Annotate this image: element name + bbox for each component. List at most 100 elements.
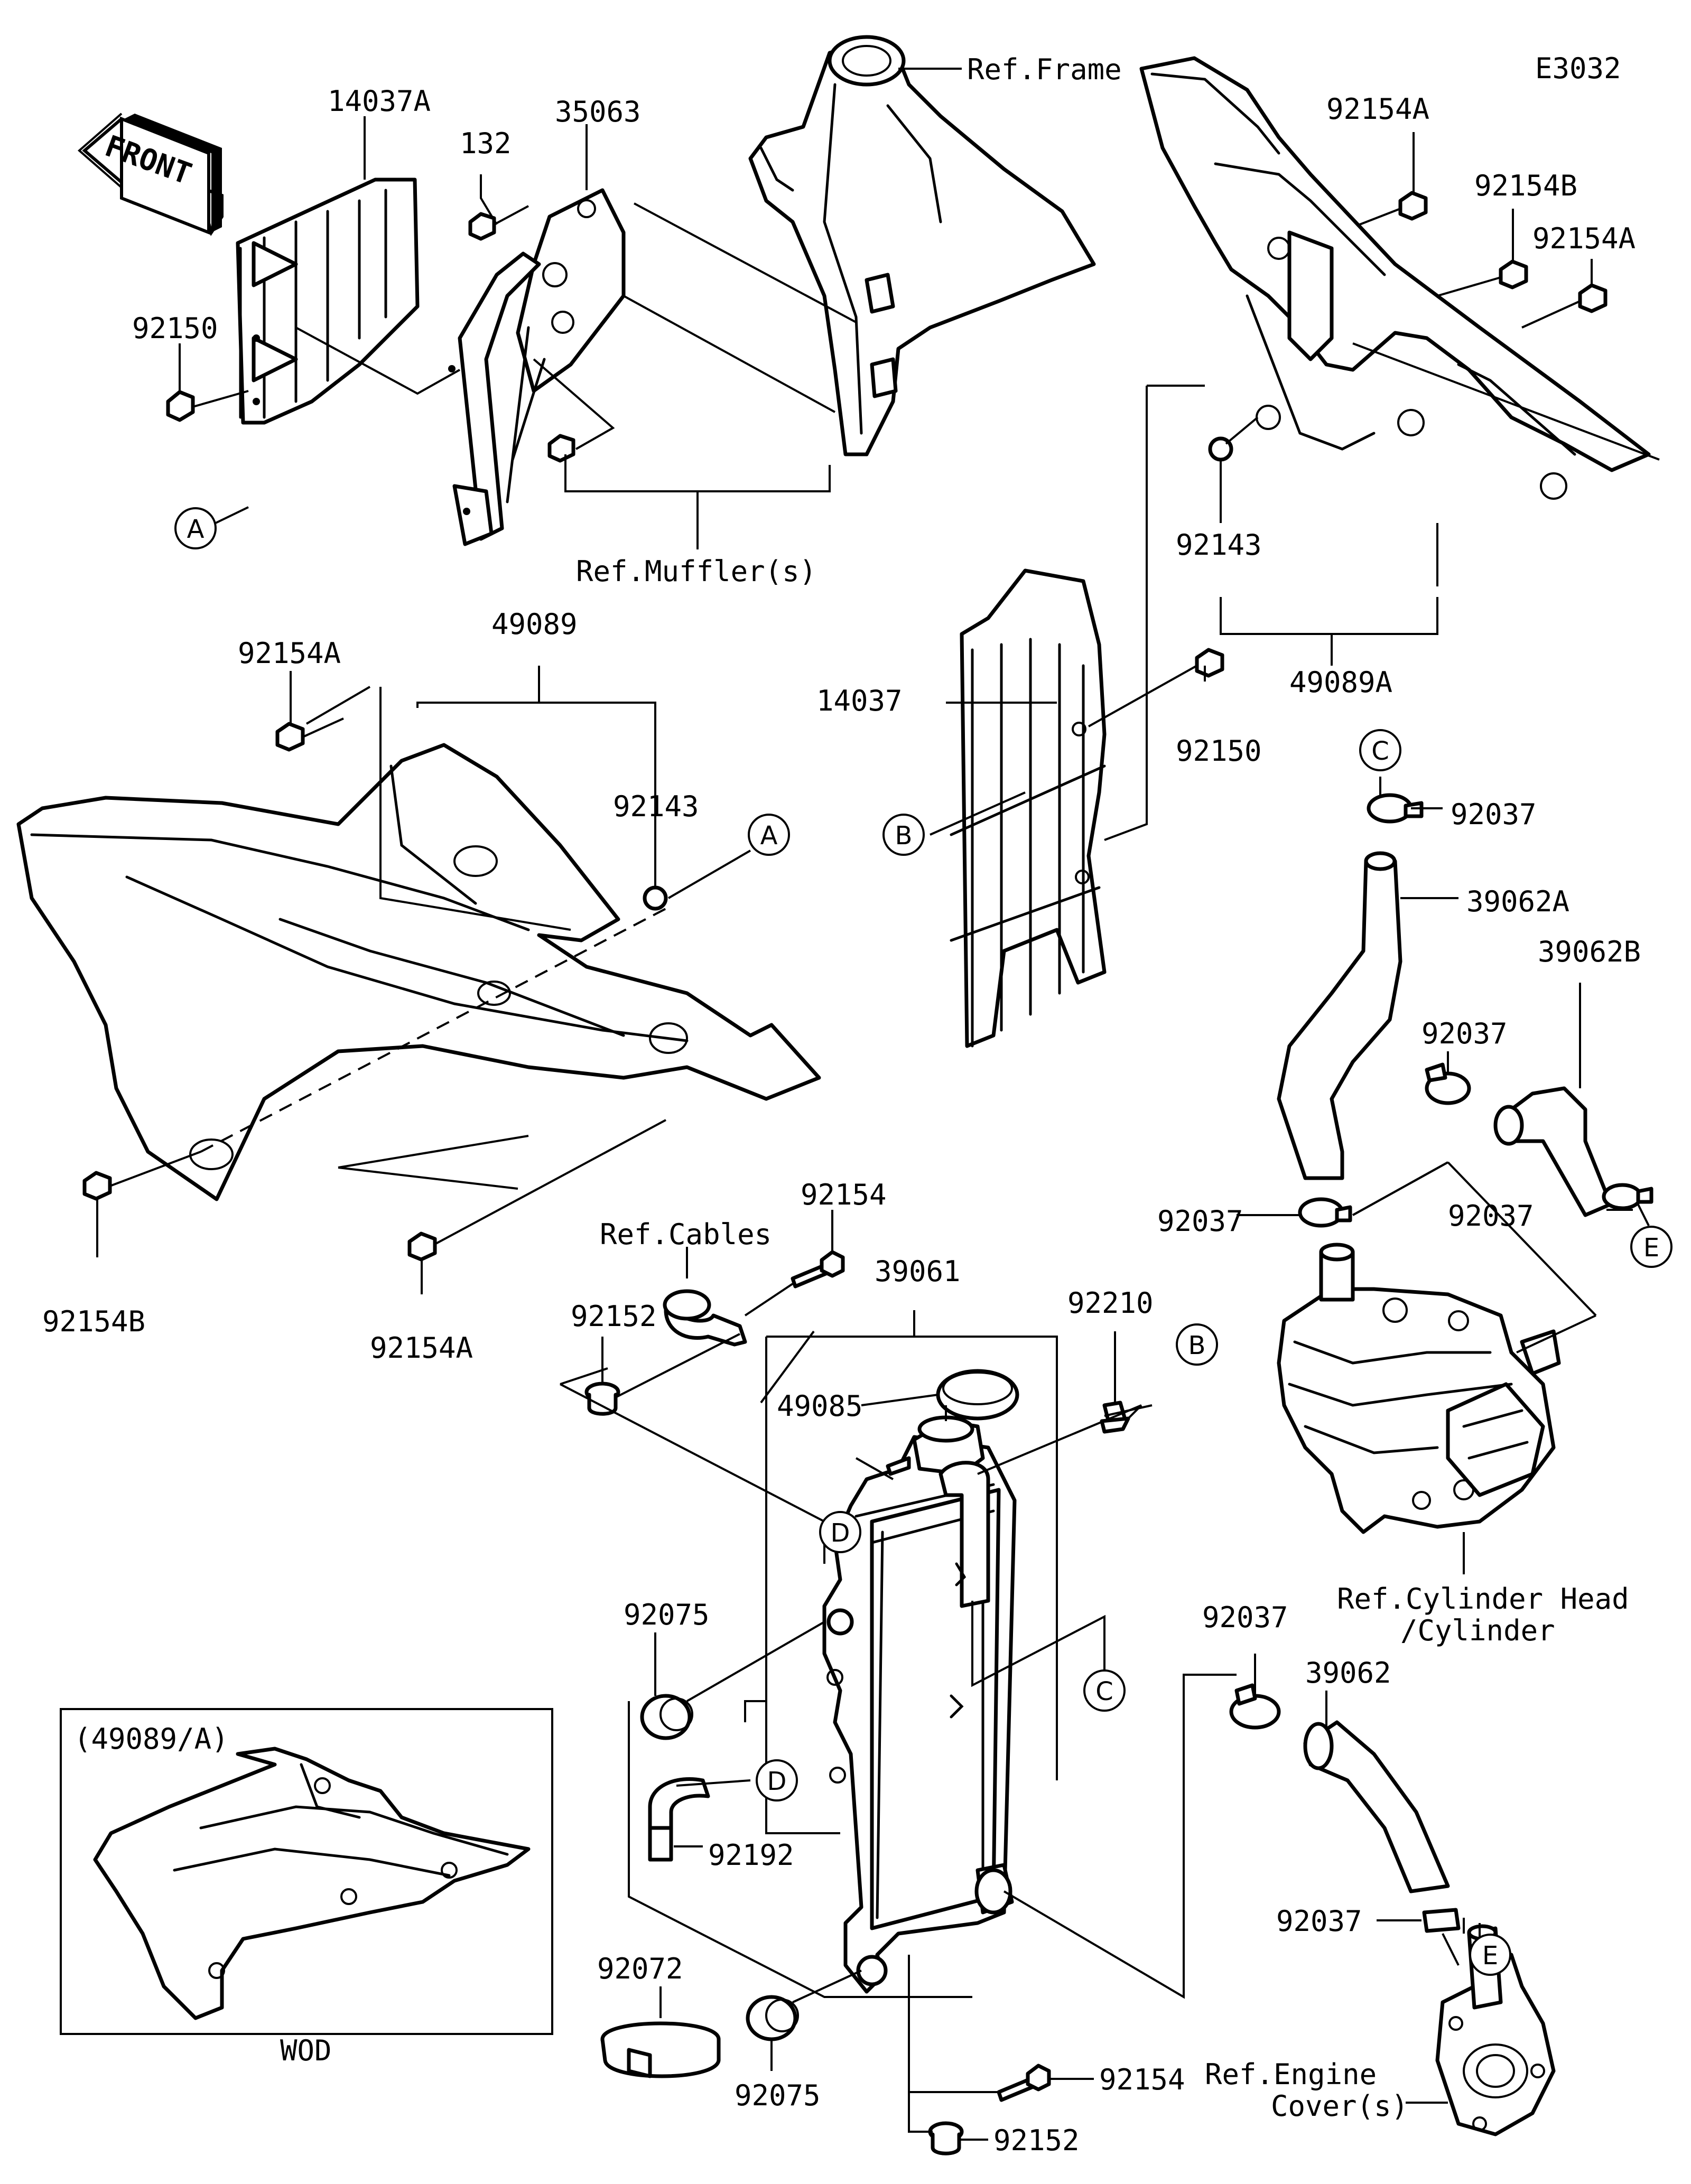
callout-e-bottom: E	[1469, 1934, 1511, 1976]
grommet-92152-top	[584, 1333, 740, 1416]
grommet-92075-bottom	[746, 1970, 862, 2041]
ref-cables: Ref.Cables	[600, 1218, 772, 1251]
svg-text:C: C	[1095, 1677, 1113, 1706]
label-14037: 14037	[816, 684, 903, 717]
shroud-14037	[950, 568, 1107, 1048]
label-92143-left: 92143	[613, 790, 699, 823]
label-39062A: 39062A	[1466, 885, 1569, 918]
label-39061: 39061	[875, 1255, 961, 1288]
ref-frame: Ref.Frame	[967, 53, 1122, 86]
label-92154A-top2: 92154A	[1532, 222, 1636, 255]
bolt-92154-bottom	[997, 2064, 1051, 2102]
label-92192: 92192	[708, 1838, 794, 1872]
label-92154A-bottom: 92154A	[370, 1331, 473, 1365]
label-92154-bottom: 92154	[1099, 2063, 1185, 2096]
clamp-92037-lower	[1229, 1683, 1281, 1730]
callout-b-right: B	[1176, 1323, 1218, 1366]
label-92154B-left: 92154B	[42, 1305, 145, 1338]
label-92143-right: 92143	[1176, 528, 1262, 562]
label-49089: 49089	[491, 608, 578, 641]
clamp-92037-mid	[1425, 1062, 1471, 1105]
label-132: 132	[460, 127, 512, 160]
callout-d-bottom: D	[756, 1759, 798, 1802]
shroud-14037A	[236, 178, 420, 425]
svg-text:D: D	[831, 1518, 850, 1548]
callout-b-left: B	[882, 814, 925, 856]
front-arrow-icon: FRONT	[77, 113, 224, 237]
hose-39062B	[1493, 1086, 1624, 1217]
label-92075-bottom: 92075	[735, 2079, 821, 2112]
svg-text:B: B	[895, 821, 913, 851]
svg-text:E: E	[1643, 1233, 1659, 1263]
ref-cylinder-head-2: /Cylinder	[1400, 1614, 1555, 1647]
label-92154A-top1: 92154A	[1326, 92, 1429, 126]
leader-lines	[96, 68, 1660, 2141]
svg-text:D: D	[767, 1767, 787, 1796]
cable-clamp	[663, 1289, 747, 1347]
label-92037-e: 92037	[1448, 1199, 1534, 1233]
bolt-92154A-bottom	[407, 1119, 666, 1262]
bolt-92150-mid	[1088, 648, 1224, 727]
clamp-92037-e	[1602, 1183, 1653, 1210]
label-92152-bottom: 92152	[993, 2124, 1080, 2157]
callout-a-left: A	[174, 506, 249, 549]
label-49085: 49085	[777, 1389, 863, 1423]
bolt-92154A-left	[275, 717, 344, 752]
svg-text:A: A	[187, 515, 205, 544]
label-39062: 39062	[1305, 1656, 1391, 1690]
label-92150-mid: 92150	[1176, 734, 1262, 768]
svg-text:B: B	[1188, 1331, 1206, 1360]
label-92037-bottom: 92037	[1276, 1905, 1362, 1938]
inset-title: (49089/A)	[74, 1722, 229, 1756]
frame-fragment	[748, 35, 1096, 456]
label-14037A: 14037A	[328, 85, 431, 118]
ref-engine-1: Ref.Engine	[1205, 2058, 1377, 2091]
label-92154B-top: 92154B	[1474, 169, 1577, 202]
ref-muffler: Ref.Muffler(s)	[576, 555, 816, 588]
inset-caption: WOD	[280, 2034, 332, 2067]
callout-a-right: A	[748, 814, 790, 856]
shroud-49089A	[1139, 56, 1651, 500]
washer-92143-left	[643, 885, 668, 911]
clamp-92037-left	[1298, 1197, 1352, 1228]
hose-39062	[1303, 1720, 1450, 1893]
callout-c-top: C	[1359, 729, 1401, 771]
bolt-92150-left	[166, 390, 249, 422]
callout-e-right: E	[1630, 1226, 1673, 1268]
radiator-cap-49085	[936, 1369, 1019, 1421]
clamp-92037-c	[1367, 793, 1424, 824]
svg-text:C: C	[1371, 736, 1389, 766]
ref-cylinder-head-1: Ref.Cylinder Head	[1337, 1582, 1629, 1616]
hose-92192	[648, 1777, 710, 1862]
grommet-92075-top	[640, 1621, 825, 1740]
label-92037-c: 92037	[1451, 798, 1537, 831]
svg-text:E: E	[1482, 1941, 1498, 1971]
bolt-92154B-left	[82, 1151, 201, 1201]
label-35063: 35063	[555, 95, 641, 128]
bolt-132	[468, 205, 575, 463]
bolt-92154B-top	[1437, 259, 1528, 297]
callout-d-top: D	[819, 1511, 861, 1553]
grommet-92152-bottom	[928, 2121, 964, 2155]
callout-c-mid: C	[1083, 1669, 1126, 1712]
radiator-39061	[822, 1415, 1017, 1994]
hose-39062A	[1277, 851, 1402, 1180]
label-92072: 92072	[597, 1952, 683, 1985]
label-92037-lower: 92037	[1202, 1601, 1288, 1634]
svg-text:A: A	[760, 821, 778, 851]
diagram-code: E3032	[1535, 52, 1621, 85]
band-92072	[600, 2021, 721, 2078]
bracket-35063	[448, 188, 626, 546]
label-92210: 92210	[1067, 1286, 1154, 1320]
cylinder-head	[1277, 1243, 1561, 1534]
shroud-49089	[16, 743, 821, 1201]
inset-wod: (49089/A) WOD	[60, 1708, 553, 2067]
label-49089A: 49089A	[1289, 666, 1392, 699]
label-92075-top: 92075	[624, 1598, 710, 1631]
clamp-92037-bottom	[1422, 1908, 1461, 1933]
bolt-92154A-top1	[1352, 191, 1428, 228]
bolt-92154A-top2	[1521, 283, 1608, 329]
ref-engine-2: Cover(s)	[1271, 2089, 1408, 2123]
label-92150-left: 92150	[132, 312, 218, 345]
